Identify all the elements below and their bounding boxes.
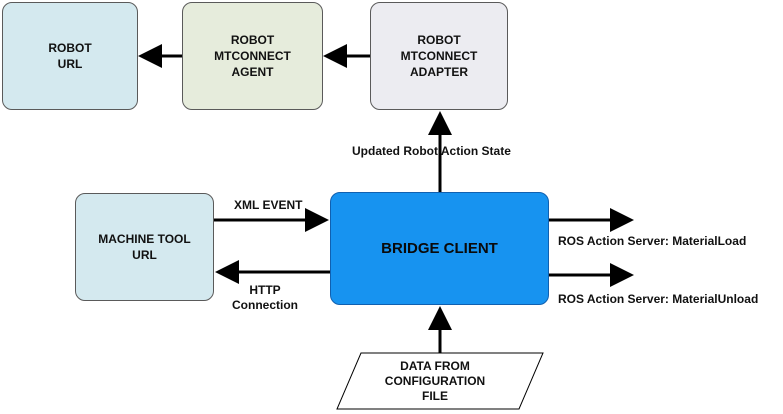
- machine-tool-url-box: MACHINE TOOL URL: [75, 193, 214, 301]
- robot-adapter-label: ROBOT MTCONNECT ADAPTER: [400, 33, 478, 79]
- robot-url-label: ROBOT URL: [48, 41, 92, 71]
- robot-adapter-box: ROBOT MTCONNECT ADAPTER: [370, 2, 508, 110]
- xml-event-label: XML EVENT: [234, 198, 303, 212]
- config-file-shape: [336, 352, 544, 410]
- bridge-client-label: BRIDGE CLIENT: [381, 239, 498, 257]
- http-connection-label: HTTP Connection: [232, 283, 298, 312]
- robot-agent-box: ROBOT MTCONNECT AGENT: [182, 2, 323, 110]
- material-load-label: ROS Action Server: MaterialLoad: [558, 234, 747, 248]
- machine-tool-url-label: MACHINE TOOL URL: [98, 232, 191, 262]
- config-file-label: DATA FROM CONFIGURATION FILE: [384, 358, 486, 403]
- material-unload-label: ROS Action Server: MaterialUnload: [558, 292, 759, 306]
- bridge-client-box: BRIDGE CLIENT: [330, 192, 549, 305]
- robot-url-box: ROBOT URL: [2, 2, 138, 110]
- updated-state-label: Updated Robot Action State: [352, 144, 511, 158]
- robot-agent-label: ROBOT MTCONNECT AGENT: [214, 33, 291, 79]
